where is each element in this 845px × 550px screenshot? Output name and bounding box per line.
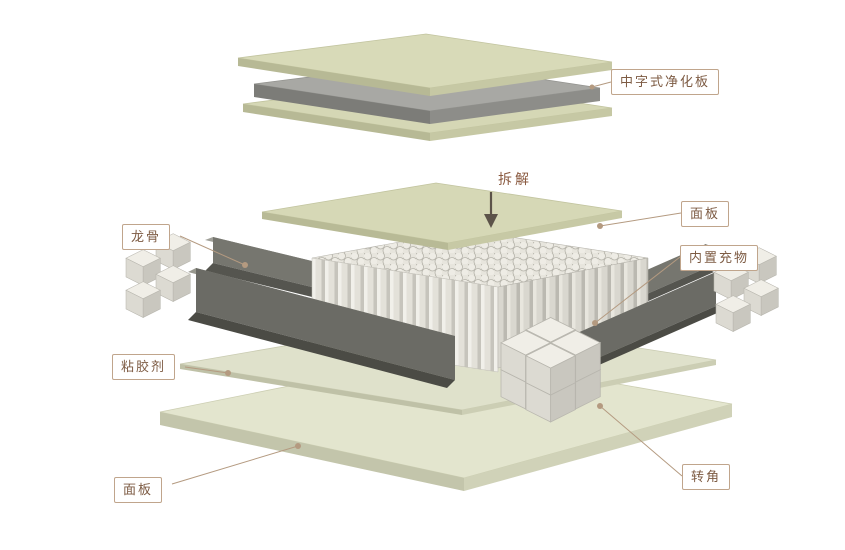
- leader-lines: [171, 81, 683, 485]
- label-corner: 转角: [682, 464, 731, 490]
- explode-arrow: [484, 192, 498, 228]
- label-keel: 龙骨: [122, 224, 171, 250]
- label-adhesive: 粘胶剂: [112, 354, 176, 380]
- leader-dot-adhesive: [225, 370, 231, 376]
- leader-dot-assembled: [589, 84, 595, 90]
- label-assembled-panel: 中字式净化板: [611, 69, 720, 95]
- down-arrow-icon: [484, 214, 498, 228]
- keel-rail-front-right: [566, 272, 724, 376]
- leader-dot-panel-bottom: [295, 443, 301, 449]
- label-face-panel-bottom: 面板: [114, 477, 163, 503]
- leader-dot-panel-top: [597, 223, 603, 229]
- assembled-panel-illustration: [237, 33, 613, 141]
- label-explode: 拆解: [498, 171, 532, 187]
- label-infill: 内置充物: [680, 245, 759, 271]
- label-face-panel-top: 面板: [681, 201, 730, 227]
- leader-dot-infill: [592, 320, 598, 326]
- leader-dot-keel: [242, 262, 248, 268]
- leader-dot-corner: [597, 403, 603, 409]
- keel-rail-front-left: [188, 268, 455, 388]
- top-face-panel: [261, 182, 623, 250]
